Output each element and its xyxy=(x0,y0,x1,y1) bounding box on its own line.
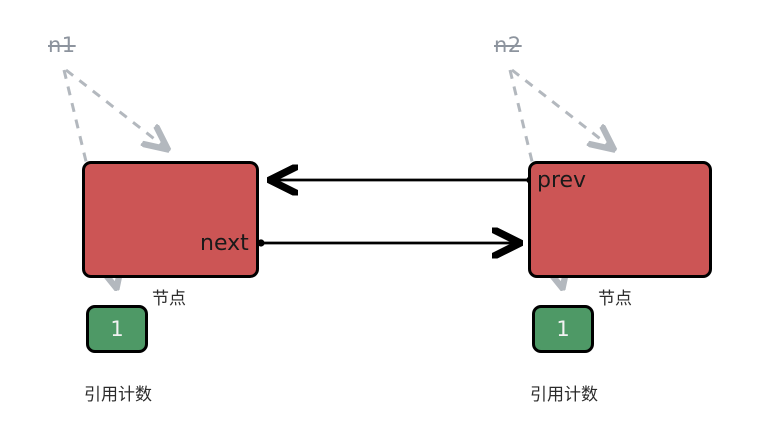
node-caption-left: 节点 xyxy=(152,289,186,309)
refcount-value-right: 1 xyxy=(556,317,570,341)
node-box-right[interactable] xyxy=(528,161,712,278)
dashed-arrow-n2-to-node xyxy=(511,68,612,148)
refcount-caption-left: 引用计数 xyxy=(84,385,152,405)
pointer-arrow-next xyxy=(257,239,518,246)
variable-label-n1: n1 xyxy=(48,33,76,57)
refcount-box-right[interactable]: 1 xyxy=(532,305,594,353)
variable-label-n2: n2 xyxy=(494,33,522,57)
node-box-left[interactable] xyxy=(82,161,259,278)
refcount-value-left: 1 xyxy=(110,317,124,341)
pointer-arrow-prev xyxy=(272,176,534,183)
refcount-box-left[interactable]: 1 xyxy=(86,305,148,353)
field-label-prev: prev xyxy=(537,168,587,193)
refcount-caption-right: 引用计数 xyxy=(530,385,598,405)
dashed-arrow-n1-to-node xyxy=(65,68,166,148)
node-caption-right: 节点 xyxy=(598,289,632,309)
field-label-next: next xyxy=(200,231,249,256)
